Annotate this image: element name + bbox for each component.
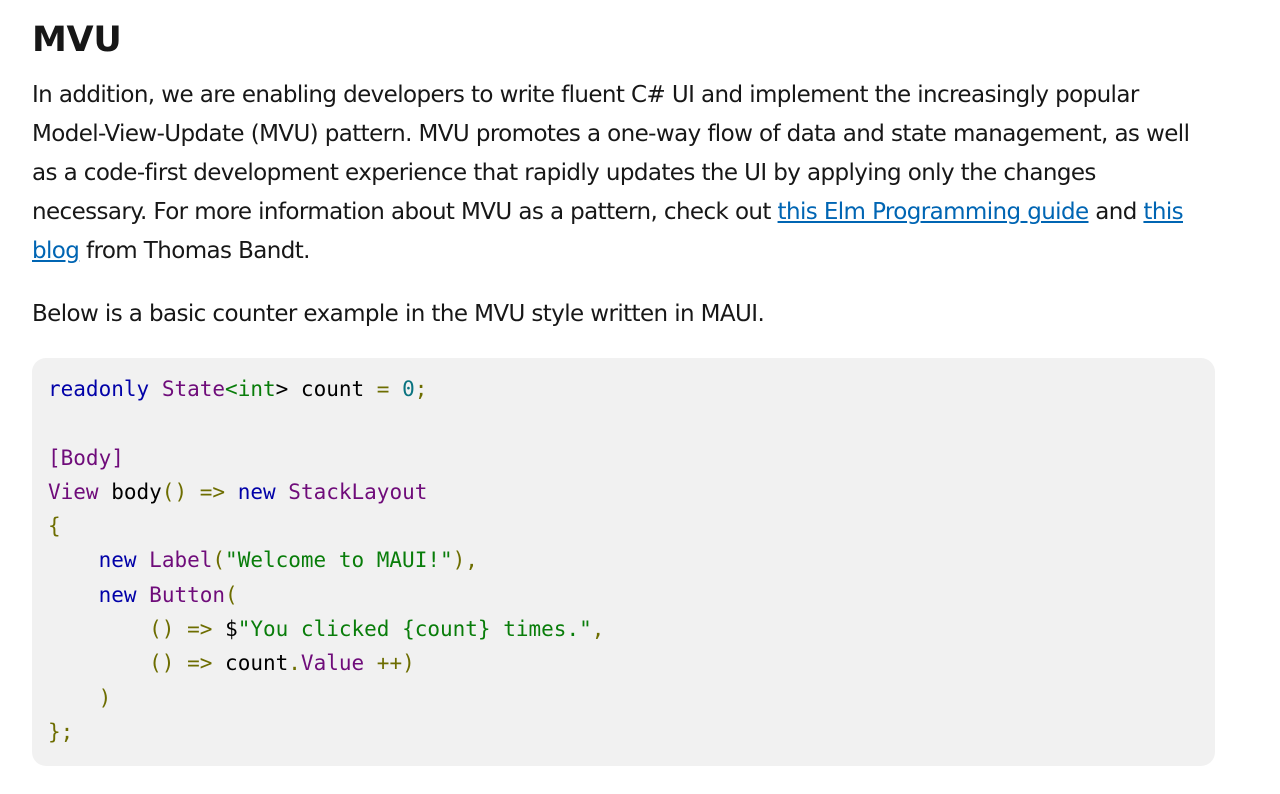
code-line-11: }; [48,719,74,744]
elm-programming-guide-link[interactable]: this Elm Programming guide [777,199,1090,225]
this-blog-link[interactable]: this blog [32,199,1184,264]
code-line-6: new Label("Welcome to MAUI!"), [98,548,478,573]
code-line-2 [48,406,1215,440]
code-block[interactable]: readonly State<int> count = 0; [Body] Vi… [32,358,1215,766]
code-line-1: readonly State<int> count = 0; [48,377,428,401]
code-line-3: [Body] [48,445,124,470]
code-line-5: { [48,514,61,539]
code-line-7: new Button( [98,582,238,607]
intro-text-2: and [1088,199,1144,225]
code-line-8: () => $"You clicked {count} times.", [149,617,605,642]
example-paragraph: Below is a basic counter example in the … [32,301,765,327]
code-line-4: View body() => new StackLayout [48,479,428,504]
intro-paragraph: In addition, we are enabling developers … [32,76,1215,271]
article-section: MVU In addition, we are enabling develop… [32,18,1215,766]
code-line-10: ) [98,685,112,710]
intro-text-3: from Thomas Bandt. [79,238,311,264]
code-line-9: () => count.Value ++) [149,651,415,676]
intro-text-1: In addition, we are enabling developers … [32,82,1190,225]
section-heading: MVU [32,20,122,60]
